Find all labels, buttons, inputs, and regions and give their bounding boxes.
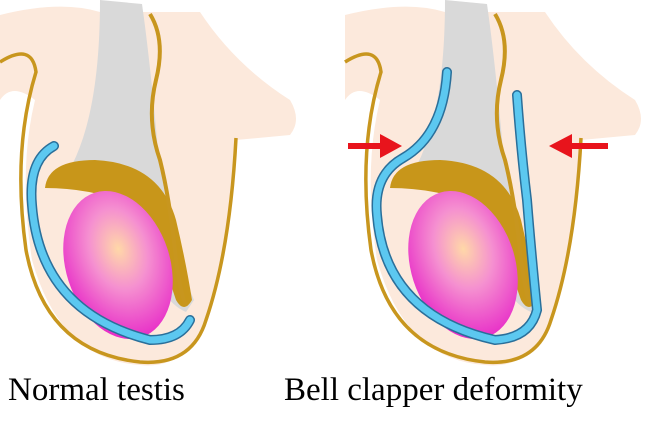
bell-clapper-figure (343, 0, 643, 368)
bell-clapper-label: Bell clapper deformity (284, 372, 583, 408)
arrow-right (549, 134, 608, 158)
normal-testis-figure (0, 0, 298, 368)
normal-testis-label: Normal testis (8, 372, 185, 408)
arrow-left (348, 134, 402, 158)
